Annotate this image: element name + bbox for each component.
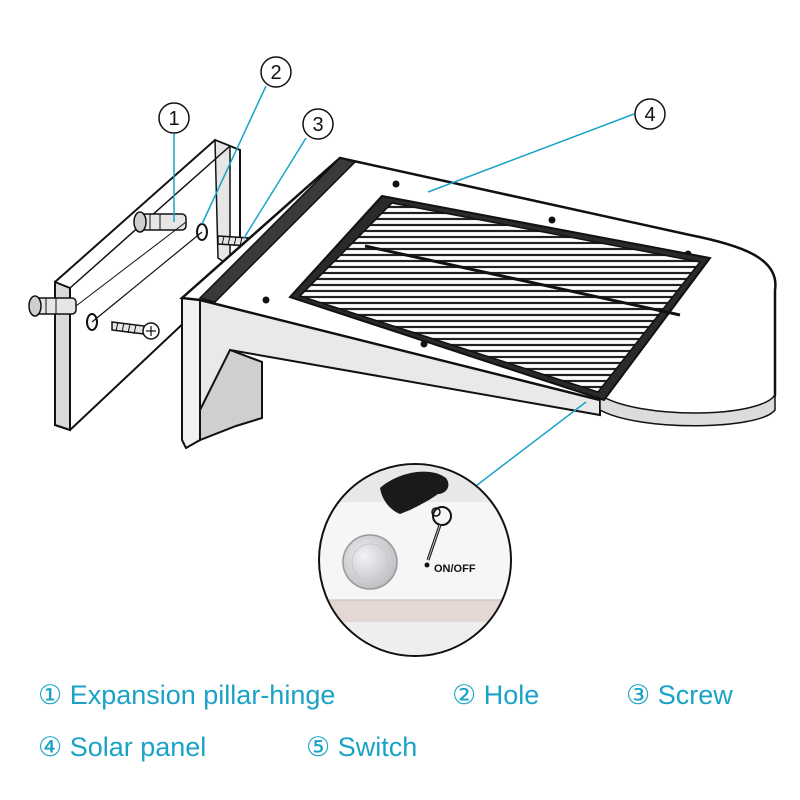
screw-lower	[111, 321, 160, 340]
key-icon	[426, 506, 452, 561]
svg-text:4: 4	[644, 104, 655, 126]
solar-panel	[288, 194, 712, 402]
switch-hole	[424, 562, 430, 568]
motion-sensor-icon	[342, 534, 398, 590]
guide-line-upper	[91, 231, 203, 323]
switch-detail: ON/OFF	[318, 463, 512, 657]
callout-4: 4	[634, 98, 666, 130]
callout-leaders	[173, 85, 635, 493]
expansion-pillar-lower	[28, 295, 77, 317]
hand-icon	[380, 471, 449, 514]
expansion-pillar-upper	[133, 211, 187, 233]
callout-1: 1	[158, 102, 190, 134]
guide-line-lower	[75, 221, 187, 307]
callout-3: 3	[302, 108, 334, 140]
svg-text:1: 1	[168, 108, 179, 130]
switch-label: ON/OFF	[434, 563, 476, 575]
svg-text:2: 2	[270, 62, 281, 84]
svg-text:3: 3	[312, 114, 323, 136]
callout-2: 2	[260, 56, 292, 88]
